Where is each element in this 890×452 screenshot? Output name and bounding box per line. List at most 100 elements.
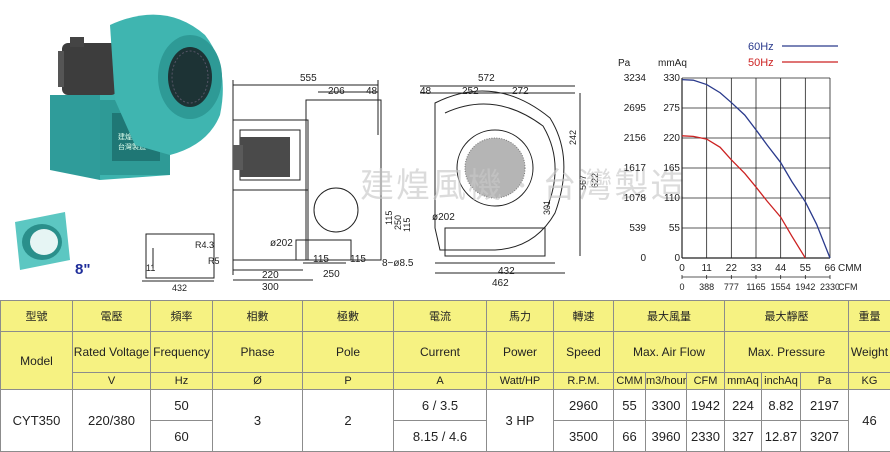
- hdr-current-cn: 電流: [393, 300, 487, 332]
- y-axis-label-pa: Pa: [618, 58, 631, 69]
- legend-label-60hz: 60Hz: [748, 41, 774, 53]
- hdr-power-en: Power: [486, 331, 554, 373]
- dim-r5: R5: [208, 256, 220, 266]
- hdr-weight-cn: 重量: [848, 300, 890, 332]
- x-tick-cfm: 388: [699, 282, 714, 292]
- cell-model: CYT350: [0, 389, 73, 452]
- y-tick-mmaq: 55: [669, 223, 681, 234]
- dim-202-front: ø202: [432, 212, 455, 223]
- hdr-voltage-en: Rated Voltage: [72, 331, 151, 373]
- unit-mmaq: mmAq: [724, 372, 762, 390]
- fan-photo: 建煌風機 台灣製造: [50, 14, 223, 180]
- unit-speed: R.P.M.: [553, 372, 614, 390]
- size-label: 8": [75, 261, 91, 278]
- hdr-weight-en: Weight: [848, 331, 890, 373]
- y-axis-label-mmaq: mmAq: [658, 58, 687, 69]
- svg-text:台灣製造: 台灣製造: [118, 142, 146, 151]
- y-tick-mmaq: 220: [663, 133, 680, 144]
- y-tick-pa: 539: [629, 223, 646, 234]
- unit-voltage: V: [72, 372, 151, 390]
- x-tick-cfm: 1165: [746, 282, 765, 292]
- unit-inchaq: inchAq: [761, 372, 801, 390]
- x-tick-cmm: 33: [750, 263, 762, 274]
- y-tick-mmaq: 110: [664, 193, 680, 204]
- unit-power: Watt/HP: [486, 372, 554, 390]
- cell-cfm-2: 2330: [686, 420, 725, 452]
- series-line-60hz: [681, 78, 831, 259]
- hdr-frequency-en: Frequency: [150, 331, 213, 373]
- hdr-current-en: Current: [393, 331, 487, 373]
- cell-m3h-1: 3300: [645, 389, 687, 421]
- x-tick-cmm: 22: [726, 263, 738, 274]
- unit-m3h: m3/hour: [645, 372, 687, 390]
- watermark-text: 建煌風機 · 台灣製造: [360, 166, 687, 206]
- hdr-phase-en: Phase: [212, 331, 303, 373]
- dim-252: 252: [462, 86, 479, 97]
- dim-115-a: 115: [313, 254, 329, 265]
- cell-weight: 46: [848, 389, 890, 452]
- x-tick-cmm: 44: [775, 263, 787, 274]
- drawing-area: 建煌風機 台灣製造 8": [15, 14, 862, 293]
- cell-m3h-2: 3960: [645, 420, 687, 452]
- cell-current-1: 6 / 3.5: [393, 389, 487, 421]
- side-view-drawing: [232, 80, 382, 281]
- hdr-pole-en: Pole: [302, 331, 394, 373]
- dim-250-b: 250: [323, 269, 340, 280]
- dim-115-d: 115: [402, 217, 412, 232]
- dim-555: 555: [300, 73, 317, 84]
- header-row-cn: 型號 電壓 頻率 相數 極數 電流 馬力 轉速 最大風量 最大靜壓 重量: [0, 300, 890, 332]
- y-tick-pa: 2695: [624, 103, 647, 114]
- hdr-voltage-cn: 電壓: [72, 300, 151, 332]
- unit-cmm: CMM: [613, 372, 646, 390]
- dim-242: 242: [568, 129, 578, 145]
- x-tick-cmm: 0: [679, 263, 685, 274]
- x-tick-cfm: 0: [679, 282, 684, 292]
- cell-cmm-2: 66: [613, 420, 646, 452]
- unit-frequency: Hz: [150, 372, 213, 390]
- dim-462: 462: [492, 278, 509, 289]
- cell-voltage: 220/380: [72, 389, 151, 452]
- dim-115-b: 115: [350, 254, 366, 265]
- unit-kg: KG: [848, 372, 890, 390]
- y-tick-pa: 2156: [624, 133, 647, 144]
- y-tick-pa: 0: [640, 253, 646, 264]
- hdr-model-cn: 型號: [0, 300, 73, 332]
- cell-speed-2: 3500: [553, 420, 614, 452]
- y-tick-pa: 1078: [624, 193, 647, 204]
- dim-48: 48: [366, 86, 378, 97]
- header-row-en: Model Rated Voltage Frequency Phase Pole…: [0, 331, 890, 390]
- dim-206: 206: [328, 86, 345, 97]
- table-row: CYT350 220/380 50 3 2 6 / 3.5 3 HP 2960 …: [0, 389, 890, 452]
- dim-272: 272: [512, 86, 529, 97]
- dim-202-side: ø202: [270, 238, 293, 249]
- spec-table: 型號 電壓 頻率 相數 極數 電流 馬力 轉速 最大風量 最大靜壓 重量 Mod…: [0, 300, 890, 452]
- hdr-pole-cn: 極數: [302, 300, 394, 332]
- cell-inchaq-1: 8.82: [761, 389, 801, 421]
- unit-pole: P: [302, 372, 394, 390]
- x-tick-cmm: 11: [701, 263, 712, 274]
- front-view-drawing: [420, 85, 581, 274]
- unit-current: A: [393, 372, 487, 390]
- legend-label-50hz: 50Hz: [748, 57, 774, 69]
- cell-mmaq-1: 224: [724, 389, 762, 421]
- cell-power: 3 HP: [486, 389, 554, 452]
- cell-speed-1: 2960: [553, 389, 614, 421]
- dim-300: 300: [262, 282, 279, 293]
- cell-cfm-1: 1942: [686, 389, 725, 421]
- hdr-phase-cn: 相數: [212, 300, 303, 332]
- dim-r43: R4.3: [195, 240, 215, 250]
- dim-11: 11: [146, 263, 156, 273]
- dim-220: 220: [262, 270, 279, 281]
- x-tick-cmm: 66: [824, 263, 836, 274]
- hdr-pressure-en: Max. Pressure: [724, 331, 849, 373]
- header-row-units: V Hz Ø P A Watt/HP R.P.M. CMM m3/hour CF…: [1, 372, 890, 390]
- hdr-speed-en: Speed: [553, 331, 614, 373]
- cell-cmm-1: 55: [613, 389, 646, 421]
- cell-inchaq-2: 12.87: [761, 420, 801, 452]
- dim-432-small: 432: [172, 283, 188, 293]
- x-tick-cfm: 1554: [771, 282, 791, 292]
- flange-drawing: [142, 233, 215, 282]
- hdr-power-cn: 馬力: [486, 300, 554, 332]
- hdr-airflow-en: Max. Air Flow: [613, 331, 725, 373]
